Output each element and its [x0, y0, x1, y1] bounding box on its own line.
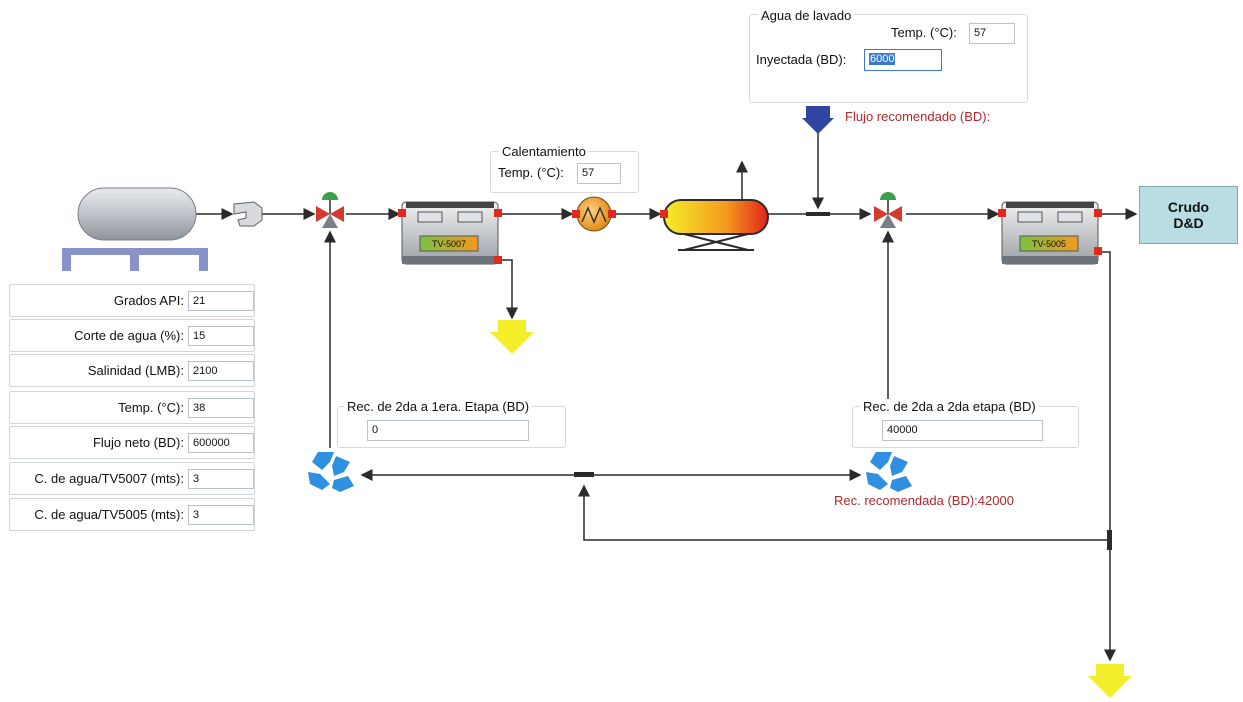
recycle-pump-2-icon	[866, 452, 912, 492]
wash-water-arrow-icon	[802, 106, 834, 134]
vessel-tag-tv5005: TV-5005	[1032, 239, 1066, 249]
wash-water-title: Agua de lavado	[758, 8, 855, 23]
wash-water-injected-label: Inyectada (BD):	[756, 52, 847, 67]
drain-arrow-2-icon	[1088, 664, 1132, 698]
crude-output-label-1: Crudo	[1167, 199, 1210, 215]
separator-tv5007-icon	[398, 201, 502, 265]
param-row-temperature: Temp. (°C): 38	[9, 391, 255, 424]
param-label: Corte de agua (%):	[74, 328, 184, 343]
crude-output-label-2: D&D	[1173, 215, 1204, 231]
drain-arrow-1-icon	[490, 320, 534, 354]
wash-water-injected-value: 6000	[869, 53, 896, 65]
param-input-water-cut[interactable]: 15	[188, 326, 254, 346]
param-input-api[interactable]: 21	[188, 291, 254, 311]
param-input-water-level-tv5007[interactable]: 3	[188, 469, 254, 489]
param-label: Salinidad (LMB):	[87, 363, 184, 378]
wash-water-temp-input[interactable]: 57	[969, 23, 1015, 44]
param-label: Flujo neto (BD):	[92, 435, 184, 450]
wash-water-injected-input[interactable]: 6000	[864, 49, 942, 71]
param-label: Temp. (°C):	[118, 400, 184, 415]
recommended-flow-label: Flujo recomendado (BD):	[845, 109, 991, 124]
recirc-1-input[interactable]: 0	[367, 420, 529, 441]
recycle-pump-1-icon	[308, 452, 354, 492]
param-input-temperature[interactable]: 38	[188, 398, 254, 418]
recirc-1-title: Rec. de 2da a 1era. Etapa (BD)	[344, 399, 533, 414]
param-input-net-flow[interactable]: 600000	[188, 433, 254, 453]
param-row-salinity: Salinidad (LMB): 2100	[9, 354, 255, 387]
recirc-2-title: Rec. de 2da a 2da etapa (BD)	[860, 399, 1039, 414]
param-label: C. de agua/TV5005 (mts):	[34, 507, 184, 522]
param-label: Grados API:	[113, 293, 184, 308]
recommended-recirc-label: Rec. recomendada (BD):42000	[834, 493, 1014, 508]
storage-tank-icon	[62, 187, 208, 271]
param-row-water-level-tv5007: C. de agua/TV5007 (mts): 3	[9, 462, 255, 495]
param-input-salinity[interactable]: 2100	[188, 361, 254, 381]
param-row-water-level-tv5005: C. de agua/TV5005 (mts): 3	[9, 498, 255, 531]
param-label: C. de agua/TV5007 (mts):	[34, 471, 184, 486]
mixing-valve-1-icon	[316, 192, 344, 228]
heat-exchanger-icon	[572, 196, 616, 232]
wash-water-temp-label: Temp. (°C):	[891, 25, 957, 40]
vessel-tag-tv5007: TV-5007	[432, 239, 466, 249]
param-row-water-cut: Corte de agua (%): 15	[9, 319, 255, 352]
mixing-valve-2-icon	[874, 192, 902, 228]
param-input-water-level-tv5005[interactable]: 3	[188, 505, 254, 525]
recirc-2-input[interactable]: 40000	[882, 420, 1043, 441]
pump-icon	[233, 201, 263, 227]
pipe-tees	[574, 212, 1112, 550]
param-row-api: Grados API: 21	[9, 284, 255, 317]
heating-temp-input[interactable]: 57	[577, 163, 621, 184]
crude-output-box: Crudo D&D	[1139, 186, 1238, 244]
separator-tv5005-icon	[998, 201, 1102, 265]
heating-temp-label: Temp. (°C):	[498, 165, 564, 180]
heater-vessel-icon	[660, 199, 769, 251]
heating-title: Calentamiento	[499, 144, 589, 159]
param-row-net-flow: Flujo neto (BD): 600000	[9, 426, 255, 459]
